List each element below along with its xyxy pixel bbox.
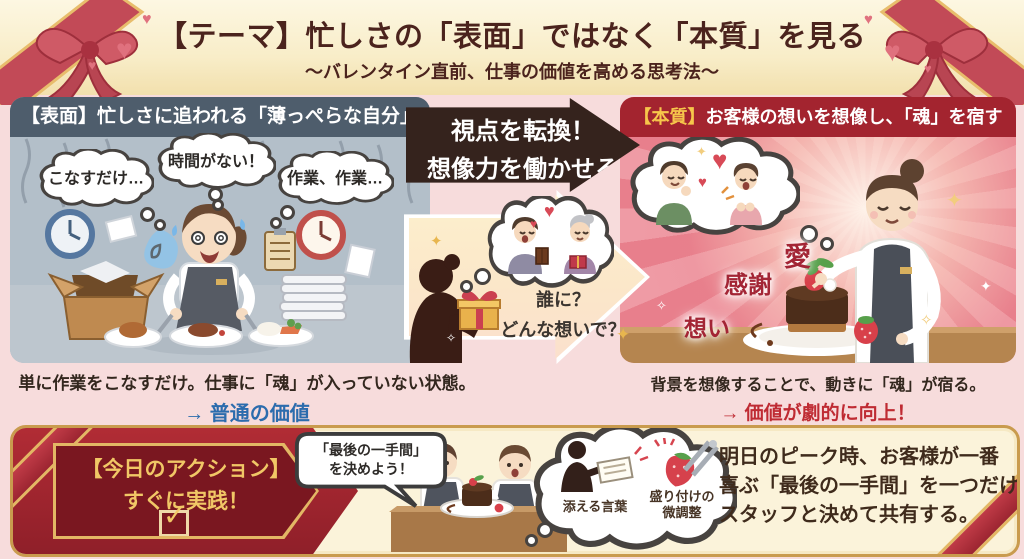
speech-bubble: 「最後の一手間」 を決めよう！ [293, 430, 449, 510]
idea-label-words: 添える言葉 [562, 499, 628, 514]
sparkle-icon: ✦ [980, 278, 992, 294]
idea-icons [561, 438, 719, 492]
header-band: ♥ ♥ ♥ ♥ ♥ ♥ 【テーマ】忙しさの「表面」ではなく「本質」を見る ～バレ… [0, 0, 1024, 105]
sparkle-icon: ✦ [696, 144, 707, 159]
surface-illustration: こなすだけ… 時間がない！ 作業、作業… [10, 133, 430, 363]
essence-panel-heading: 【本質】お客様の想いを想像し、「魂」を宿す [620, 97, 1016, 137]
heart-icon: ♥ [884, 36, 901, 67]
sparkle-icon: ✧ [920, 312, 933, 329]
essence-illustration: ♥ ♥ 愛 感謝 想い ✦ ✦ ✧ ✦ ✧ [620, 137, 1016, 363]
sparkle-icon: ✦ [616, 325, 631, 344]
heart-icon: ♥ [698, 174, 707, 191]
heart-icon: ♥ [864, 11, 873, 28]
sparkle-icon: ✦ [430, 233, 443, 250]
sparkle-icon: ✦ [946, 190, 963, 212]
surface-panel: 【表面】忙しさに追われる「薄っぺらな自分」 [10, 97, 430, 363]
heart-icon: ♥ [530, 217, 538, 231]
action-instruction-line3: スタッフと決めて共有する。 [719, 504, 979, 526]
essence-heading-text: お客様の想いを想像し、「魂」を宿す [705, 107, 1003, 127]
happy-customers-icon [656, 161, 762, 225]
idea-cloud: 添える言葉 盛り付けの微調整 [525, 428, 737, 550]
perspective-arrow-line1: 視点を転換！ [451, 118, 595, 145]
gift-icon [457, 291, 501, 330]
heart-icon: ♥ [88, 57, 97, 73]
sparkle-icon: ✧ [656, 298, 667, 313]
surface-caption: 単に作業をこなすだけ。仕事に「魂」が入っていない状態。 → 普通の価値 [10, 369, 484, 426]
staff-discussion-scene [389, 443, 569, 552]
idea-label-plating: 盛り付けの微調整 [649, 489, 715, 520]
action-instruction-line2: 喜ぶ「最後の一手間」を一つだけ [719, 475, 1019, 497]
thought-bubble: 作業、作業… [270, 151, 394, 229]
action-banner: 【今日のアクション】 すぐに実践！ ✓ [10, 425, 1020, 557]
speech-line1: 「最後の一手間」 [315, 442, 427, 458]
checkbox-icon: ✓ [159, 500, 189, 536]
thought-bubble-text: こなすだけ… [47, 170, 144, 188]
action-instruction: 明日のピーク時、お客様が一番 喜ぶ「最後の一手間」を一つだけ スタッフと決めて共… [719, 443, 1019, 530]
essence-caption-result: → 価値が劇的に向上！ [720, 403, 916, 424]
heart-icon: ♥ [924, 61, 932, 76]
action-instruction-line1: 明日のピーク時、お客様が一番 [719, 446, 999, 468]
speech-line2: を決めよう！ [329, 461, 413, 477]
essence-caption: 背景を想像することで、動きに「魂」が宿る。 → 価値が劇的に向上！ [623, 371, 1013, 425]
keyword-love: 愛 [784, 242, 811, 272]
question-line1: 誰に？ [536, 290, 590, 310]
thought-bubble: ♥ ♥ [628, 137, 834, 251]
keyword-gratitude: 感謝 [724, 272, 772, 299]
essence-panel: 【本質】お客様の想いを想像し、「魂」を宿す [620, 97, 1016, 363]
action-label-line1: 【今日のアクション】 [81, 458, 291, 481]
thought-bubble: 時間がない！ [156, 133, 276, 211]
question-text: 誰に？ どんな想いで？ [478, 286, 648, 342]
action-label-line2: すぐに実践！ [123, 490, 249, 513]
heart-icon: ♥ [544, 201, 555, 221]
imagining-silhouette [409, 254, 482, 363]
perspective-arrow-line2: 想像力を働かせる [427, 156, 619, 183]
essence-tag: 【本質】 [633, 107, 706, 127]
sparkle-icon: ✧ [446, 331, 457, 345]
heart-icon: ♥ [142, 11, 152, 28]
ribbon-icon [879, 0, 1024, 105]
plating-worker-scene [620, 159, 1016, 363]
ribbon-icon [0, 0, 145, 105]
thought-bubble-text: 作業、作業… [286, 170, 383, 188]
surface-caption-text: 単に作業をこなすだけ。仕事に「魂」が入っていない状態。 [18, 374, 476, 393]
action-label: 【今日のアクション】 すぐに実践！ ✓ [53, 443, 319, 539]
heart-icon: ♥ [712, 145, 728, 175]
gift-giving-icon [508, 214, 596, 274]
thought-bubble: こなすだけ… [38, 149, 166, 231]
page-title: 【テーマ】忙しさの「表面」ではなく「本質」を見る [157, 21, 866, 53]
thought-bubble-text: 時間がない！ [167, 153, 264, 171]
perspective-arrow: 視点を転換！ 想像力を働かせる [406, 98, 640, 192]
heart-icon: ♥ [116, 34, 133, 65]
thought-bubble: ♥ ♥ [460, 196, 614, 293]
page-subtitle: ～バレンタイン直前、仕事の価値を高める思考法～ [305, 62, 719, 82]
surface-panel-heading: 【表面】忙しさに追われる「薄っぺらな自分」 [10, 97, 430, 137]
surface-caption-result: → 普通の価値 [184, 403, 310, 425]
question-line2: どんな想いで？ [500, 320, 626, 340]
essence-caption-text: 背景を想像することで、動きに「魂」が宿る。 [650, 377, 986, 394]
keyword-feelings: 想い [684, 315, 730, 341]
